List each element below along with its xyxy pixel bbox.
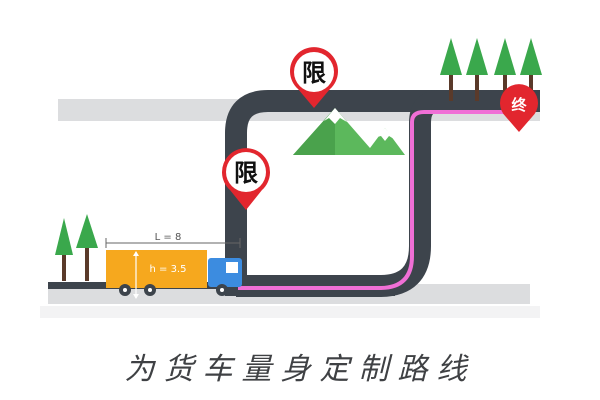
height-label: h = 3.5: [150, 264, 187, 275]
right-trees: [440, 38, 542, 101]
truck-icon: [106, 250, 242, 296]
diagram-caption: 为货车量身定制路线: [124, 352, 476, 387]
height-dimension: [133, 251, 139, 299]
limit-pin-mid-label: 限: [234, 159, 258, 187]
end-pin-label: 终: [511, 96, 527, 114]
end-pin: [499, 84, 538, 132]
limit-pin-top: [290, 47, 338, 108]
ground-reflection: [40, 306, 540, 318]
length-label: L = 8: [155, 232, 182, 243]
limit-pin-top-label: 限: [302, 59, 326, 87]
main-road: [225, 90, 540, 286]
limit-pin-mid: [221, 148, 270, 210]
custom-route-line: [238, 110, 516, 290]
left-trees: [55, 214, 98, 281]
mountain-icon: [293, 108, 405, 155]
length-dimension: [105, 238, 241, 248]
truck-cargo-box: [106, 250, 207, 288]
